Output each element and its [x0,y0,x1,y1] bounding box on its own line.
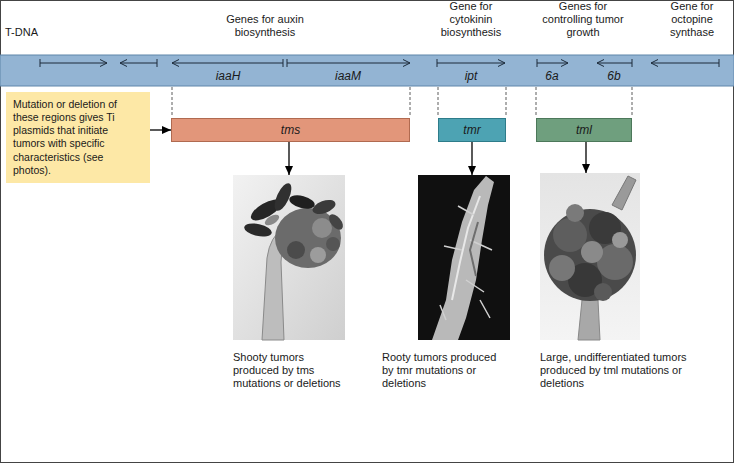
arrow-connector [288,142,289,175]
t-dna-band: T-DNAiaaHiaaMipt6a6b [0,55,734,86]
region-box: tms [171,118,410,142]
gene-name: iaaH [216,69,241,83]
t-dna-band [0,55,734,86]
photo-caption: Shooty tumors produced by tms mutations … [233,351,345,390]
callout-text: Mutation or deletion of these regions gi… [13,98,143,177]
gene-group-header: Gene for cytokinin biosynthesis [435,0,507,39]
tumor-photo: Shooty tumors produced by tms mutations … [233,175,345,340]
region-name: tmr [463,123,480,137]
region-box: tml [536,118,632,142]
shooty-tumor-photo [233,175,346,340]
gene-arrows [40,59,719,67]
region-name: tms [281,123,300,137]
region-box: tmr [438,118,506,142]
gene-name: ipt [465,69,478,83]
arrow-connector [585,142,586,173]
tumor-photo: Rooty tumors produced by tmr mutations o… [418,175,510,340]
arrow-connector [150,129,171,130]
gene-name: 6a [545,69,558,83]
region-guides [172,87,632,117]
gene-group-header: Genes for controlling tumor growth [541,0,625,39]
arrow-connector [471,142,472,175]
gene-group-header: Genes for auxin biosynthesis [215,13,315,39]
region-name: tml [576,123,592,137]
band-title: T-DNA [5,26,38,39]
rooty-tumor-photo [418,175,510,340]
photo-caption: Large, undifferentiated tumors produced … [540,351,702,390]
gene-name: 6b [607,69,620,83]
gene-name: iaaM [335,69,361,83]
photo-caption: Rooty tumors produced by tmr mutations o… [382,351,508,390]
large-tumor-photo [540,173,640,340]
gene-group-header: Gene for octopine synthase [661,0,723,39]
callout-box: Mutation or deletion of these regions gi… [6,92,150,183]
tumor-photo: Large, undifferentiated tumors produced … [540,173,640,340]
